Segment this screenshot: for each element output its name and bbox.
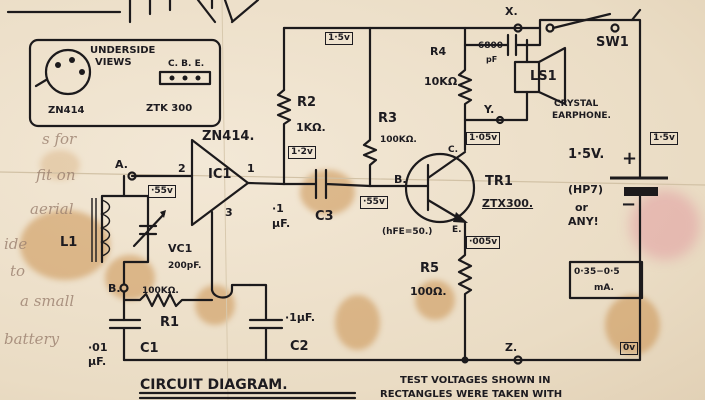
- current-unit: mA.: [594, 283, 614, 293]
- r3-value: 100KΩ.: [380, 135, 417, 145]
- stain: [630, 190, 700, 260]
- battery-minus: −: [621, 194, 637, 215]
- earphone-label: EARPHONE.: [552, 111, 611, 121]
- voltage-top-rail: 1·5v: [325, 32, 353, 45]
- node-a: A.: [115, 158, 128, 171]
- r2-label: R2: [297, 95, 317, 110]
- stain: [195, 285, 235, 325]
- vc1-label: VC1: [168, 242, 193, 255]
- sw1-label: SW1: [596, 35, 629, 50]
- vc1-value: 200pF.: [168, 261, 202, 271]
- battery-plus: +: [622, 148, 638, 169]
- emitter-label: E.: [452, 225, 462, 235]
- c1-value-b: μF.: [88, 355, 107, 368]
- ic-pinout-label: ZN414: [48, 105, 85, 116]
- voltage-ic-in: ·55v: [148, 185, 176, 198]
- views-label: VIEWS: [95, 57, 132, 68]
- c3-value-b: μF.: [272, 217, 291, 230]
- ic-title: ZN414.: [202, 129, 255, 144]
- voltage-battery: 1·5v: [650, 132, 678, 145]
- c3-value-a: ·1: [272, 202, 284, 215]
- c1-value-a: ·01: [88, 341, 108, 354]
- battery-type: (HP7): [568, 183, 603, 196]
- stain: [605, 295, 660, 355]
- battery-voltage: 1·5V.: [568, 147, 605, 162]
- c2-label: C2: [290, 339, 309, 354]
- base-label: B.: [394, 173, 407, 186]
- diagram-title: CIRCUIT DIAGRAM.: [140, 377, 288, 393]
- c4-unit: pF: [486, 55, 498, 64]
- stain: [40, 150, 80, 180]
- r4-value: 10KΩ: [424, 75, 458, 88]
- r5-value: 100Ω.: [410, 285, 447, 298]
- test-voltage-note-2: RECTANGLES WERE TAKEN WITH: [380, 389, 563, 400]
- hfe-label: (hFE=50.): [382, 227, 433, 237]
- pin-1: 1: [247, 162, 255, 175]
- battery-any: ANY!: [568, 215, 599, 228]
- collector-label: C.: [448, 145, 459, 155]
- test-voltage-note: TEST VOLTAGES SHOWN IN: [400, 375, 551, 386]
- r4-label: R4: [430, 45, 447, 58]
- c3-label: C3: [315, 209, 334, 224]
- node-b: B.: [108, 282, 121, 295]
- r1-value: 100KΩ.: [142, 286, 179, 296]
- margin-note: aerial: [30, 200, 74, 218]
- node-x: X.: [505, 5, 518, 18]
- underside-label: UNDERSIDE: [90, 45, 156, 56]
- margin-note: battery: [4, 330, 60, 348]
- tr-model: ZTX300.: [482, 197, 534, 210]
- voltage-ic-out: 1·2v: [288, 146, 316, 159]
- stain: [335, 295, 380, 350]
- c2-value: ·1μF.: [285, 311, 316, 324]
- ls1-label: LS1: [530, 69, 557, 84]
- r1-label: R1: [160, 315, 180, 330]
- pin-2: 2: [178, 162, 186, 175]
- margin-note: ide: [4, 235, 28, 253]
- stain: [415, 280, 455, 320]
- l1-label: L1: [60, 235, 78, 250]
- voltage-collector: 1·05v: [466, 132, 501, 145]
- margin-note: to: [10, 262, 26, 280]
- ic-ref: IC1: [208, 167, 232, 182]
- stain: [20, 210, 110, 280]
- margin-note: fit on: [36, 166, 76, 184]
- c4-value: 6800: [478, 41, 504, 51]
- current-range: 0·35−0·5: [574, 267, 620, 277]
- node-y: Y.: [484, 103, 495, 116]
- r3-label: R3: [378, 111, 398, 126]
- r2-value: 1KΩ.: [296, 121, 326, 134]
- voltage-emitter: ·005v: [466, 236, 501, 249]
- c1-label: C1: [140, 341, 159, 356]
- pin-3: 3: [225, 206, 233, 219]
- voltage-zero: 0v: [620, 342, 639, 355]
- battery-or: or: [575, 201, 588, 214]
- cbe-label: C. B. E.: [168, 59, 205, 69]
- margin-note: s for: [42, 130, 77, 148]
- transistor-pinout-label: ZTK 300: [146, 103, 193, 114]
- voltage-base: ·55v: [360, 196, 388, 209]
- r5-label: R5: [420, 261, 440, 276]
- margin-note: a small: [20, 292, 75, 310]
- tr1-label: TR1: [485, 174, 513, 189]
- crystal-label: CRYSTAL: [554, 99, 599, 109]
- node-z: Z.: [505, 341, 518, 354]
